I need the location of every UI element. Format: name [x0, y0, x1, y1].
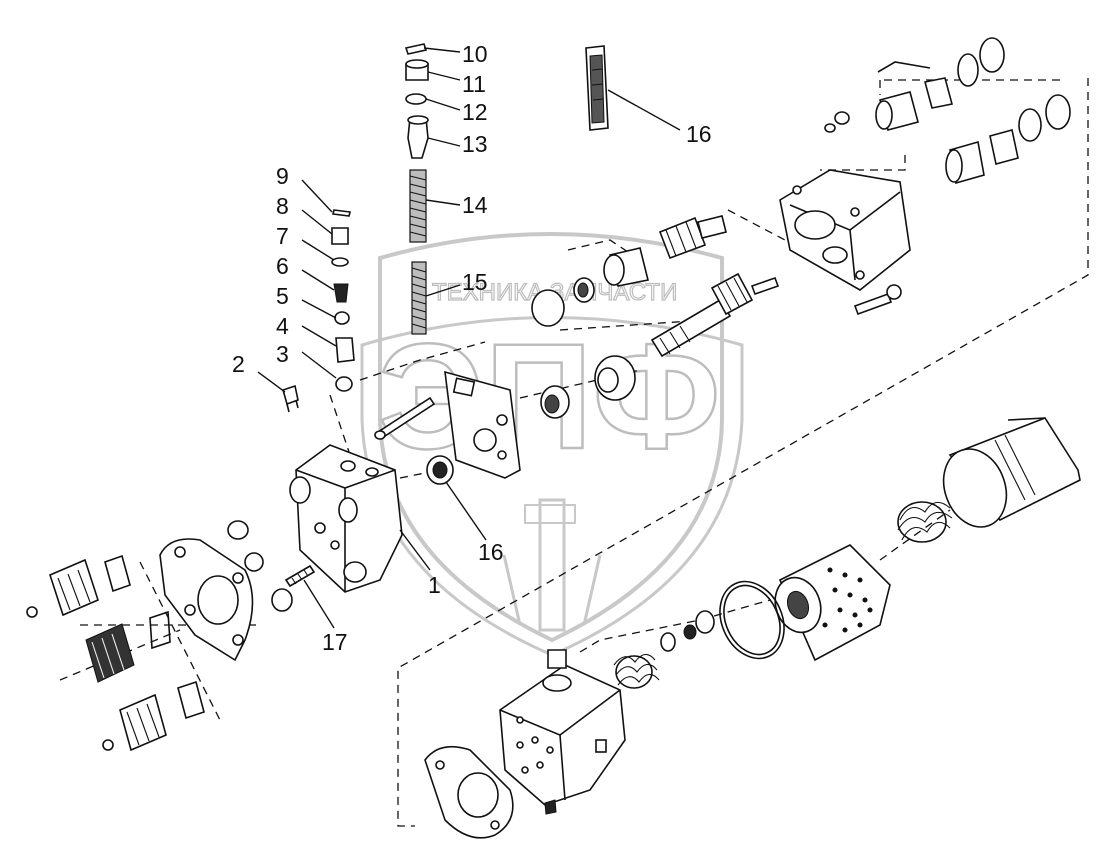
spring-14	[409, 169, 427, 243]
drive-gear	[658, 215, 727, 260]
callout-labels: 1 2 3 4 5 6 7 8 9 10 11 12 13 14 15 16 1…	[232, 41, 712, 655]
callout-11: 11	[462, 71, 486, 97]
valve-cap	[331, 227, 349, 245]
valve-seat	[335, 376, 353, 392]
callout-1: 1	[428, 572, 441, 598]
filter-o-ring	[719, 580, 785, 660]
rear-cover	[779, 169, 911, 291]
valve-ball	[334, 311, 350, 325]
plug-bolt	[282, 384, 299, 413]
seal-ring	[426, 455, 454, 485]
gasket-plate	[444, 370, 521, 479]
shaft-bearings-right	[824, 37, 1071, 185]
front-gasket	[159, 538, 254, 662]
filter-spring	[897, 501, 953, 543]
pump-housing	[289, 444, 403, 593]
front-rings	[227, 520, 293, 612]
callout-16-top: 16	[686, 121, 712, 147]
callout-7: 7	[276, 223, 289, 249]
stud	[284, 564, 316, 588]
bushings-upper	[531, 247, 649, 327]
o-ring	[331, 257, 349, 267]
callout-17: 17	[322, 629, 348, 655]
callout-9: 9	[276, 163, 289, 189]
callout-8: 8	[276, 193, 289, 219]
filter-strip	[585, 45, 609, 131]
callout-6: 6	[276, 253, 289, 279]
callout-3: 3	[276, 341, 289, 367]
filter-head-gasket	[424, 745, 514, 839]
callout-leaders	[257, 47, 681, 629]
front-gears	[26, 554, 205, 752]
valve-cage	[335, 337, 355, 363]
cotter-pin	[332, 209, 351, 217]
cover-bolt	[853, 284, 902, 316]
callout-5: 5	[276, 283, 289, 309]
spring-15	[411, 261, 427, 335]
filter-element	[774, 544, 891, 662]
filter-head	[499, 649, 626, 815]
watermark-wheat-icon	[502, 498, 602, 632]
callout-4: 4	[276, 313, 289, 339]
bearing-pair	[540, 355, 636, 419]
callout-15: 15	[462, 269, 488, 295]
callout-2: 2	[232, 351, 245, 377]
callout-14: 14	[462, 192, 488, 218]
guide-pin	[374, 396, 436, 440]
callout-16-middle: 16	[478, 539, 504, 565]
callout-12: 12	[462, 99, 488, 125]
callout-10: 10	[462, 41, 488, 67]
valve-stack	[331, 209, 355, 392]
callout-13: 13	[462, 131, 488, 157]
gear-shaft	[650, 272, 780, 358]
filter-canister	[942, 417, 1081, 528]
valve-body	[333, 283, 349, 303]
bypass-valve-parts	[613, 610, 715, 689]
relief-valve-column	[404, 43, 429, 335]
